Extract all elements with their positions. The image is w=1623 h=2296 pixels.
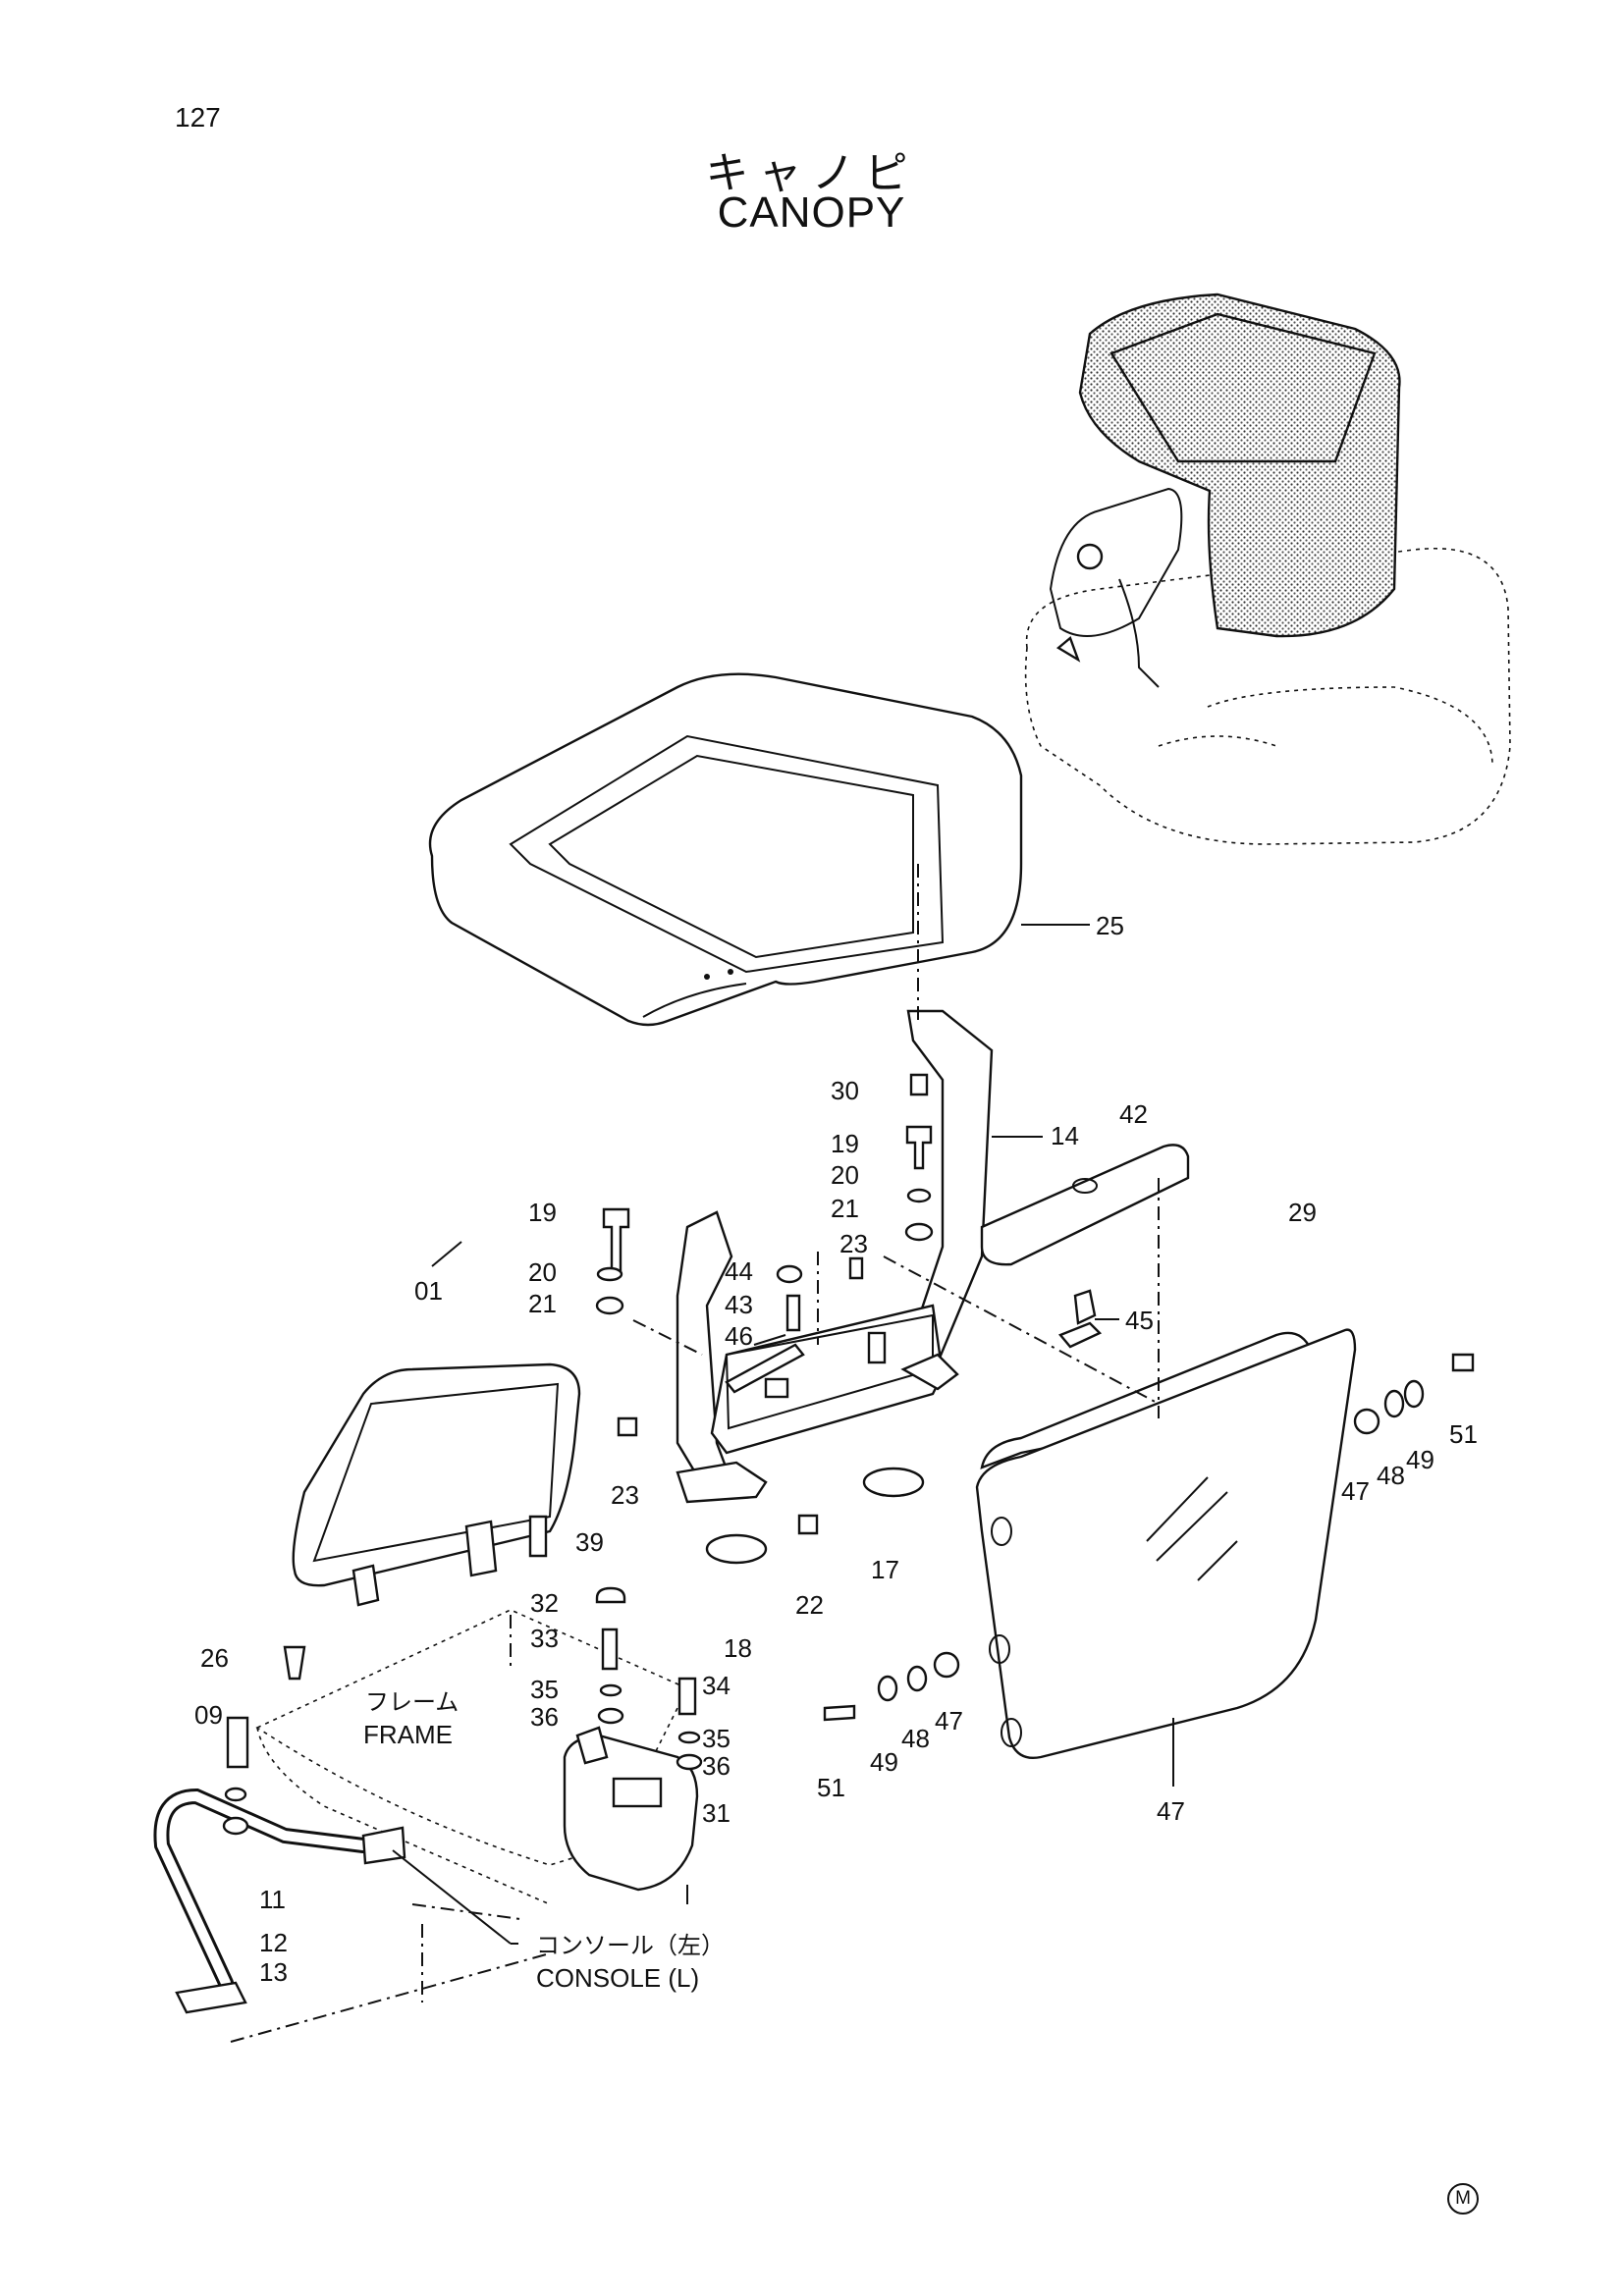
roof-panel [428, 672, 1023, 1027]
callout-12: 12 [259, 1928, 288, 1957]
callout-48-right: 48 [1377, 1461, 1405, 1490]
frame-and-console [255, 1609, 699, 1905]
callout-51-right: 51 [1449, 1419, 1478, 1449]
callout-46: 47 [1157, 1796, 1185, 1826]
page-number: 127 [175, 102, 221, 133]
callout-18: 18 [724, 1633, 752, 1663]
callout-31: 31 [702, 1798, 730, 1828]
callout-11: 11 [259, 1885, 286, 1914]
callout-23-right: 23 [839, 1229, 868, 1258]
callout-45: 46 [725, 1321, 753, 1351]
callout-21-left: 21 [528, 1289, 557, 1318]
corner-mark: M [1447, 2183, 1479, 2215]
title-english: CANOPY [717, 188, 906, 237]
callout-14: 14 [1051, 1121, 1079, 1150]
console-label-jp: コンソール（左） [536, 1932, 725, 1959]
callout-25: 25 [1096, 911, 1124, 940]
callout-34: 34 [702, 1671, 730, 1700]
hardware-icons [222, 1073, 1475, 1836]
door-panel [975, 1328, 1357, 1759]
inset-canopy-on-seat [1024, 293, 1511, 845]
plate-and-latch [980, 1144, 1190, 1349]
console-label-en: CONSOLE (L) [536, 1963, 699, 1993]
callout-01: 01 [414, 1276, 443, 1306]
callout-09: 09 [194, 1700, 223, 1730]
frame-label-jp: フレーム [365, 1688, 459, 1716]
callout-26: 29 [1288, 1198, 1317, 1227]
rod-part [725, 1343, 805, 1394]
callout-48-left: 48 [901, 1724, 930, 1753]
leader-lines [392, 924, 1174, 1945]
callout-20-left: 20 [528, 1257, 557, 1287]
callout-39: 39 [575, 1527, 604, 1557]
callout-21-right: 21 [831, 1194, 859, 1223]
callout-35-right: 35 [702, 1724, 730, 1753]
callout-19-left: 19 [528, 1198, 557, 1227]
assembly-lines [230, 864, 1160, 2043]
callout-17: 17 [871, 1555, 899, 1584]
callout-13: 13 [259, 1957, 288, 1987]
callout-22: 22 [795, 1590, 824, 1620]
callout-41: 42 [1119, 1099, 1148, 1129]
callout-36-left: 36 [530, 1702, 559, 1732]
canopy-frame [676, 1009, 994, 1504]
callout-labels: 25 30 14 19 20 21 23 42 29 19 20 21 01 4… [194, 911, 1478, 1987]
callout-47-left: 47 [935, 1706, 963, 1735]
callout-19-right: 19 [831, 1129, 859, 1158]
callout-47-right: 47 [1341, 1476, 1370, 1506]
grab-handle [153, 1788, 406, 2014]
callout-33: 33 [530, 1624, 559, 1653]
callout-42: 43 [725, 1290, 753, 1319]
callout-51-left: 51 [817, 1773, 845, 1802]
callout-35-left: 35 [530, 1675, 559, 1704]
callout-44: 45 [1125, 1306, 1154, 1335]
callout-43: 44 [725, 1256, 753, 1286]
callout-36-right: 36 [702, 1751, 730, 1781]
callout-20-right: 20 [831, 1160, 859, 1190]
callout-29: 26 [200, 1643, 229, 1673]
callout-49-left: 49 [870, 1747, 898, 1777]
title-japanese: キャノピ [705, 148, 918, 198]
side-guard [292, 1362, 581, 1607]
sub-assembly-labels: フレーム FRAME コンソール（左） CONSOLE (L) [363, 1688, 725, 1993]
callout-30: 30 [831, 1076, 859, 1105]
frame-label-en: FRAME [363, 1720, 453, 1749]
callout-32: 32 [530, 1588, 559, 1618]
callout-49-right: 49 [1406, 1445, 1434, 1474]
callout-23-left: 23 [611, 1480, 639, 1510]
